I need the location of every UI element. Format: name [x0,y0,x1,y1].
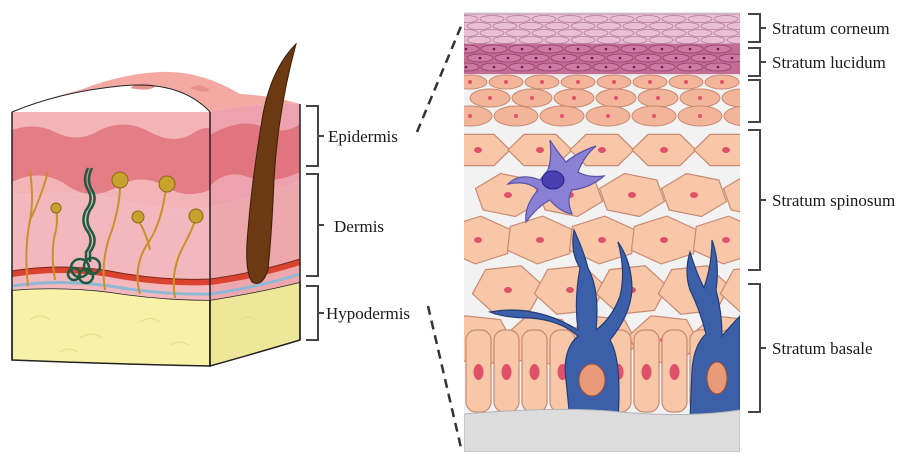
corneum-cell [662,30,686,37]
corneum-cell [519,23,543,30]
epidermis-closeup [442,12,814,452]
left-brackets [306,106,324,340]
hypodermis-layer [12,288,210,366]
corneum-cell [506,16,530,23]
corneum-cell [649,37,673,44]
corneum-cell [558,30,582,37]
label-stratum-spinosum: Stratum spinosum [772,191,895,210]
corneum-cell [480,16,504,23]
corneum-cell [571,23,595,30]
corneum-cell [623,23,647,30]
label-stratum-corneum: Stratum corneum [772,19,890,38]
corneum-cell [506,30,530,37]
corneum-cell [610,16,634,23]
label-stratum-lucidum: Stratum lucidum [772,53,886,72]
corneum-cell [467,37,491,44]
corneum-cell [493,37,517,44]
granulosum-cell [770,106,814,126]
corneum-cell [532,16,556,23]
corneum-cell [636,30,660,37]
right-brackets [748,14,766,412]
corneum-cell [675,37,699,44]
corneum-cell [454,16,478,23]
basement-membrane [464,409,740,452]
corneum-cell [701,23,725,30]
corneum-cell [649,23,673,30]
granulosum-cell [764,89,804,107]
skin-block [12,44,300,366]
corneum-cell [480,30,504,37]
corneum-cell [532,30,556,37]
corneum-cell [623,37,647,44]
granulosum-cell [724,106,768,126]
corneum-cell [571,37,595,44]
corneum-cell [727,37,751,44]
label-stratum-basale: Stratum basale [772,339,873,358]
corneum-cell [597,23,621,30]
corneum-cell [636,16,660,23]
corneum-cell [558,16,582,23]
corneum-cell [545,23,569,30]
corneum-cell [714,30,738,37]
label-hypodermis: Hypodermis [326,304,410,323]
zoom-lines [417,24,462,452]
corneum-cell [545,37,569,44]
corneum-cell [584,30,608,37]
corneum-cell [597,37,621,44]
corneum-cell [727,23,751,30]
label-dermis: Dermis [334,217,384,236]
granulosum-cell [722,89,762,107]
corneum-cell [519,37,543,44]
corneum-cell [662,16,686,23]
corneum-cell [701,37,725,44]
corneum-cell [688,16,712,23]
corneum-cell [675,23,699,30]
corneum-cell [467,23,491,30]
corneum-cell [688,30,712,37]
corneum-cell [493,23,517,30]
corneum-cell [610,30,634,37]
corneum-cell [584,16,608,23]
corneum-cell [714,16,738,23]
label-epidermis: Epidermis [328,127,398,146]
